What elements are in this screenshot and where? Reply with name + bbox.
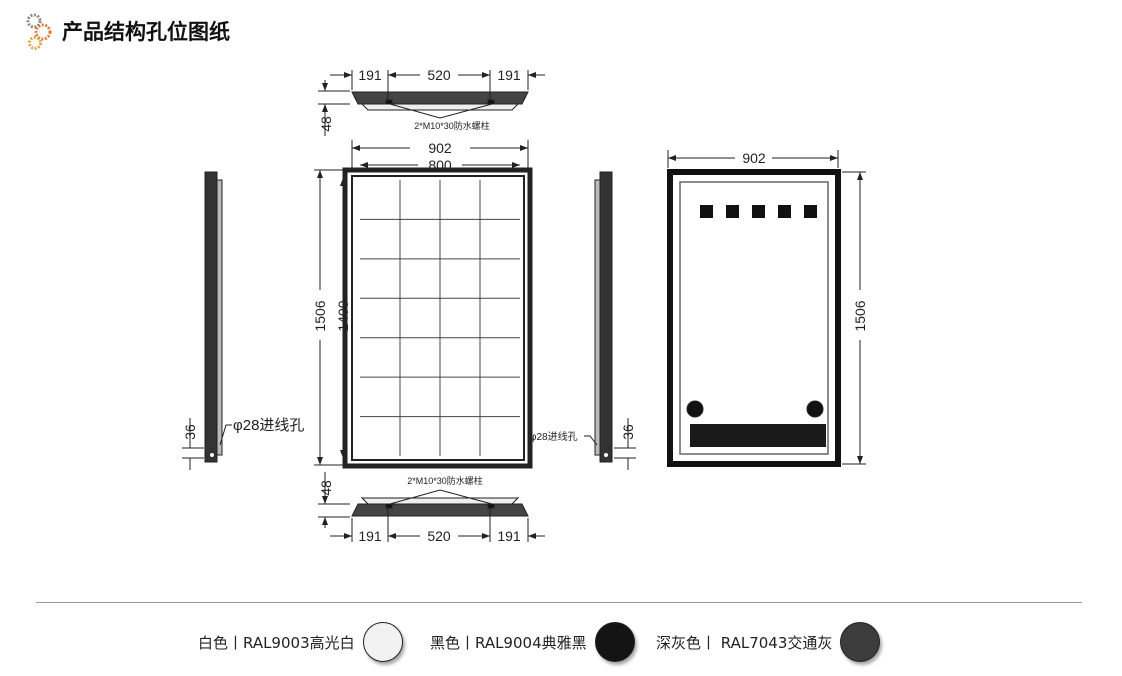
top-dim-right: 191: [497, 67, 521, 83]
technical-drawing: 191 520 191 48 2*M10*30防水螺柱 902 800 1506…: [182, 67, 868, 544]
front-outer-width: 902: [428, 140, 452, 156]
top-view: 191 520 191 48 2*M10*30防水螺柱: [318, 67, 545, 136]
divider: [36, 602, 1082, 603]
front-outer-height: 1506: [312, 300, 328, 331]
color-label: 白色丨RAL9003高光白: [198, 633, 355, 652]
bottom-view: 2*M10*30防水螺柱 48 191 520 191: [318, 472, 545, 544]
top-dim-center: 520: [427, 67, 451, 83]
bottom-dim-right: 191: [497, 528, 521, 544]
top-dim-left: 191: [358, 67, 382, 83]
page-title: 产品结构孔位图纸: [62, 20, 230, 44]
gears-icon: [26, 13, 52, 50]
bottom-stud-label: 2*M10*30防水螺柱: [407, 475, 483, 486]
color-option-black: 黑色丨RAL9004典雅黑: [430, 622, 635, 662]
back-width: 902: [742, 150, 766, 166]
color-label: 深灰色丨 RAL7043交通灰: [656, 633, 833, 652]
front-inner-width: 800: [428, 157, 452, 173]
bottom-dim-height: 48: [318, 480, 334, 496]
color-swatch: [840, 622, 881, 662]
header: 产品结构孔位图纸: [24, 12, 230, 50]
front-view: 902 800 1506 1400: [312, 140, 533, 469]
left-depth: 36: [182, 424, 198, 440]
top-stud-label: 2*M10*30防水螺柱: [414, 120, 490, 131]
front-inner-height: 1400: [335, 300, 351, 331]
color-option-dark-gray: 深灰色丨 RAL7043交通灰: [656, 622, 881, 662]
color-swatch: [362, 622, 403, 662]
right-depth: 36: [620, 424, 636, 440]
left-side-view: 36 φ28进线孔: [182, 171, 304, 470]
color-label: 黑色丨RAL9004典雅黑: [430, 633, 587, 652]
left-hole-label: φ28进线孔: [233, 417, 304, 434]
back-view: 902 1506: [667, 150, 868, 467]
top-dim-height: 48: [318, 116, 334, 132]
back-height: 1506: [852, 300, 868, 331]
color-option-white: 白色丨RAL9003高光白: [198, 622, 403, 662]
right-side-view: 36 φ28进线孔: [530, 171, 636, 470]
bottom-dim-left: 191: [358, 528, 382, 544]
bottom-dim-center: 520: [427, 528, 451, 544]
color-swatch: [594, 622, 635, 662]
right-hole-label: φ28进线孔: [530, 430, 578, 443]
